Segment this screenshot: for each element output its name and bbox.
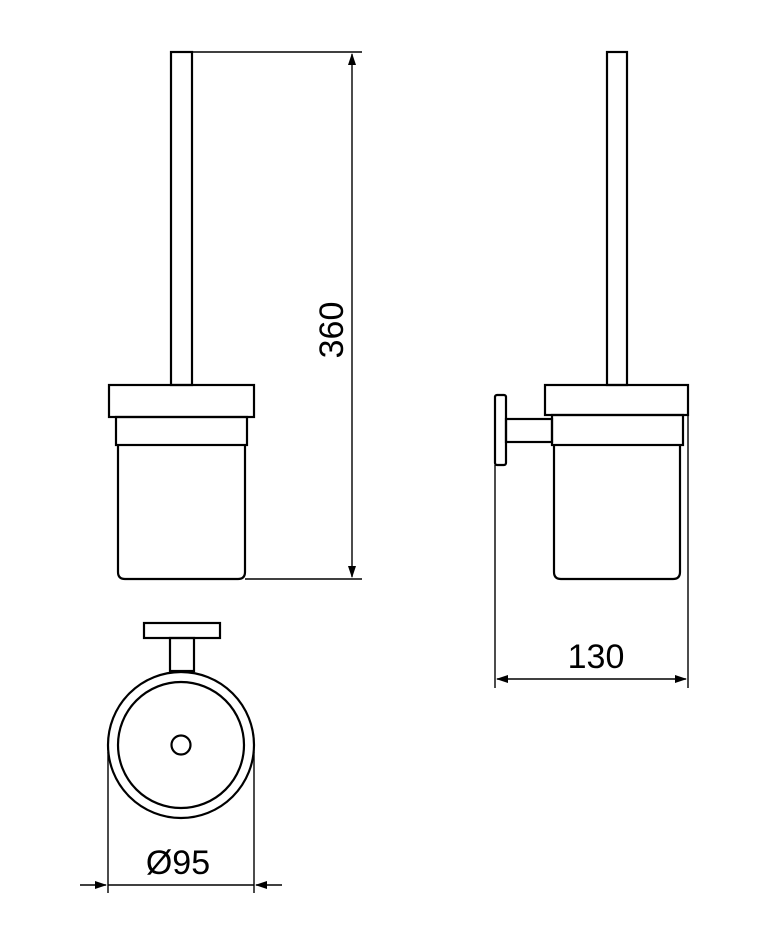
front-cup xyxy=(116,445,247,581)
top-rosette xyxy=(142,621,222,640)
top-outer-ring xyxy=(106,670,256,820)
side-lid xyxy=(543,383,690,417)
front-view xyxy=(107,50,256,581)
height-dimension: 360 xyxy=(192,51,362,580)
diameter-label: Ø95 xyxy=(146,844,210,882)
front-collar xyxy=(114,415,249,447)
depth-label: 130 xyxy=(568,638,625,676)
front-handle xyxy=(169,50,194,387)
side-view xyxy=(493,50,690,581)
side-handle xyxy=(605,50,629,387)
side-cup xyxy=(552,445,682,581)
depth-dimension: 130 xyxy=(494,415,689,688)
diameter-dimension: Ø95 xyxy=(80,752,282,893)
wall-bracket-rosette xyxy=(493,393,508,467)
top-inner-ring xyxy=(116,680,246,810)
top-arm xyxy=(168,636,196,673)
front-lid xyxy=(107,383,256,419)
top-view xyxy=(106,621,256,820)
top-handle-section xyxy=(170,734,192,756)
height-label: 360 xyxy=(313,302,351,359)
wall-bracket-arm xyxy=(504,417,554,444)
side-collar xyxy=(550,413,685,447)
